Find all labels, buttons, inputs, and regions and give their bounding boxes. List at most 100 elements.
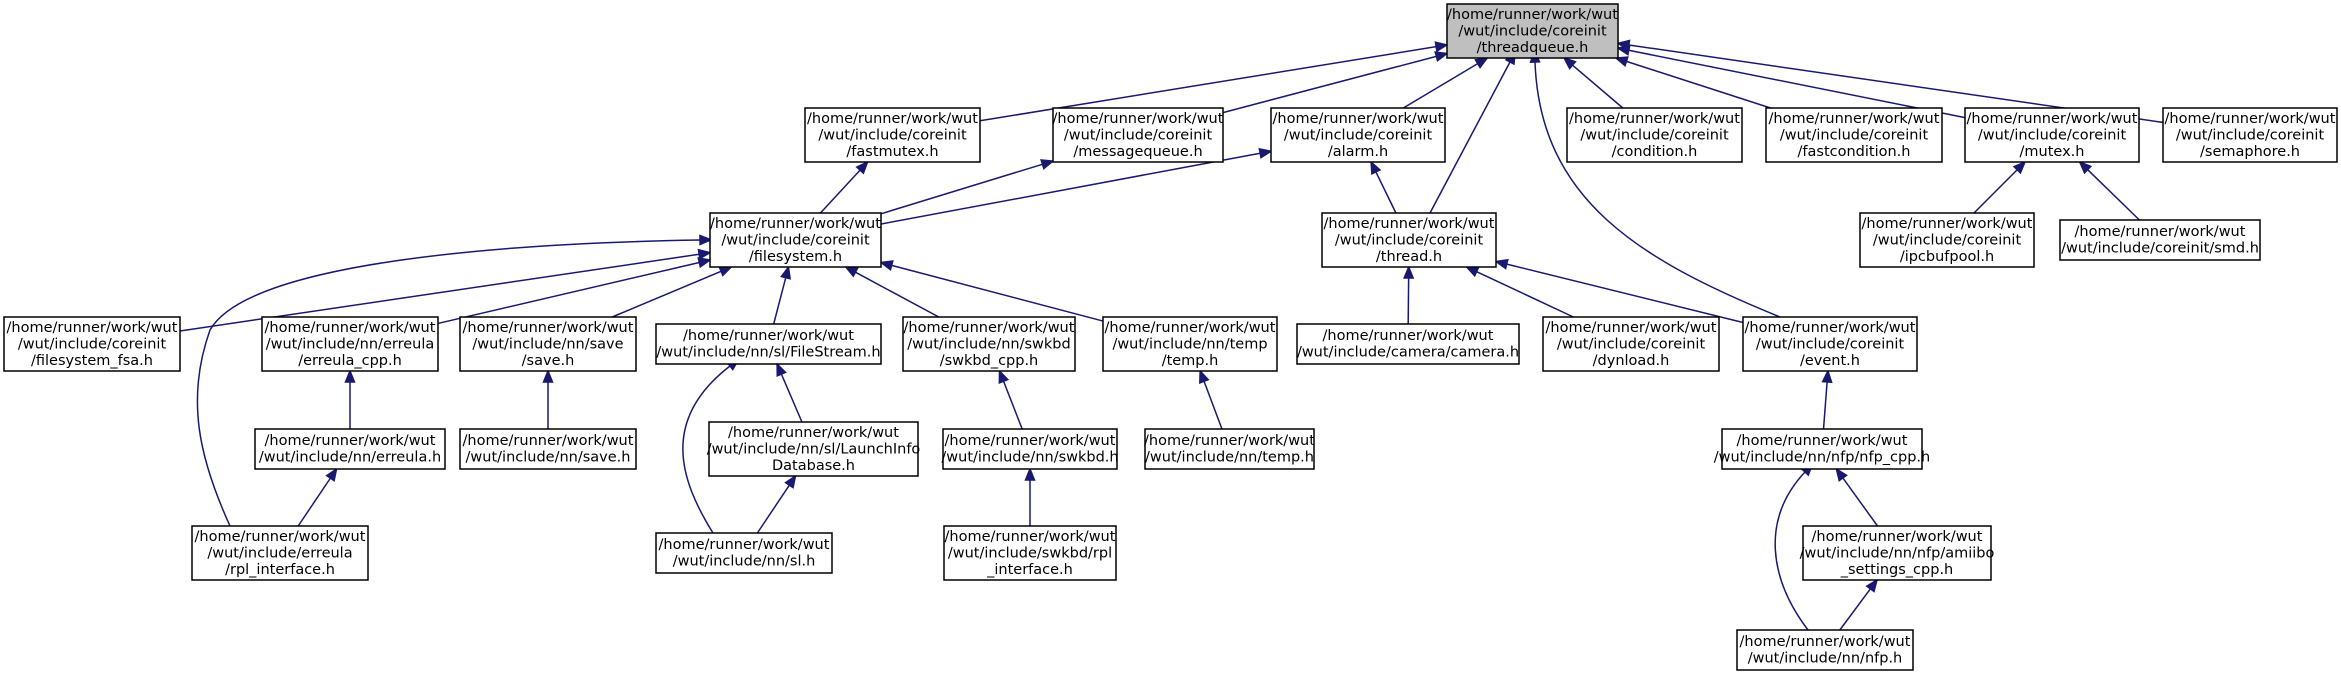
edge-arrowhead: [1474, 56, 1489, 69]
edge-camera-to-thread: [1403, 265, 1415, 325]
edge-erreula_cpp-to-filesystem: [437, 257, 712, 325]
node-filestream[interactable]: /home/runner/work/wut/wut/include/nn/sl/…: [655, 323, 882, 365]
node-label-line: /wut/include/nn/temp.h: [1145, 450, 1314, 466]
node-label-line: /home/runner/work/wut: [2165, 111, 2336, 127]
edge-filestream-to-filesystem: [772, 265, 791, 325]
node-box: [709, 212, 882, 268]
edge-line: [780, 373, 803, 423]
edge-arrowhead: [699, 234, 713, 246]
node-label-line: /wut/include/camera/camera.h: [1297, 345, 1519, 361]
edge-amiibo-to-nfp_cpp: [1835, 467, 1879, 527]
edge-alarm-to-threadqueue: [1402, 56, 1489, 109]
node-box: [254, 428, 446, 470]
node-filesystem-fsa[interactable]: /home/runner/work/wut/wut/include/corein…: [3, 316, 181, 372]
node-label-line: /home/runner/work/wut: [728, 425, 899, 441]
node-camera[interactable]: /home/runner/work/wut/wut/include/camera…: [1296, 323, 1520, 365]
node-box: [1859, 212, 2035, 268]
node-box: [943, 525, 1117, 581]
node-label-line: /wut/include/coreinit: [1335, 232, 1484, 248]
node-condition[interactable]: /home/runner/work/wut/wut/include/corein…: [1566, 107, 1743, 163]
node-label-line: /wut/include/nn/erreula.h: [259, 450, 441, 466]
node-erreula-cpp[interactable]: /home/runner/work/wut/wut/include/nn/err…: [261, 316, 439, 372]
node-label-line: /save.h: [522, 353, 575, 369]
node-label-line: /wut/include/erreula: [207, 545, 352, 561]
node-nfp-cpp[interactable]: /home/runner/work/wut/wut/include/nn/nfp…: [1714, 428, 1931, 470]
edge-line: [1375, 171, 1397, 214]
node-nn-temp[interactable]: /home/runner/work/wut/wut/include/nn/tem…: [1144, 428, 1315, 470]
node-label-line: _interface.h: [986, 562, 1073, 578]
node-box: [1270, 107, 1446, 163]
edge-line: [880, 152, 1261, 225]
node-rpl-interface[interactable]: /home/runner/work/wut/wut/include/erreul…: [191, 525, 369, 581]
node-alarm[interactable]: /home/runner/work/wut/wut/include/corein…: [1270, 107, 1446, 163]
node-mutex[interactable]: /home/runner/work/wut/wut/include/corein…: [1964, 107, 2140, 163]
node-nn-erreula[interactable]: /home/runner/work/wut/wut/include/nn/err…: [254, 428, 446, 470]
node-thread[interactable]: /home/runner/work/wut/wut/include/corein…: [1321, 212, 1497, 268]
node-fastmutex[interactable]: /home/runner/work/wut/wut/include/corein…: [804, 107, 981, 163]
edge-ipcbufpool-to-mutex: [1973, 160, 2027, 214]
node-temp[interactable]: /home/runner/work/wut/wut/include/nn/tem…: [1102, 316, 1278, 372]
edge-arrowhead: [776, 362, 787, 378]
edge-arrowhead: [697, 257, 712, 269]
node-box: [655, 532, 833, 574]
edge-arrowhead: [697, 248, 712, 260]
node-smd[interactable]: /home/runner/work/wut/wut/include/corein…: [2059, 219, 2261, 261]
node-amiibo[interactable]: /home/runner/work/wut/wut/include/nn/nfp…: [1800, 525, 1995, 581]
node-fastcondition[interactable]: /home/runner/work/wut/wut/include/corein…: [1765, 107, 1943, 163]
node-box: [804, 107, 981, 163]
node-dynload[interactable]: /home/runner/work/wut/wut/include/corein…: [1542, 316, 1720, 372]
node-nn-save[interactable]: /home/runner/work/wut/wut/include/nn/sav…: [459, 428, 637, 470]
edge-arrowhead: [2012, 160, 2027, 175]
node-label-line: /home/runner/work/wut: [904, 320, 1075, 336]
node-label-line: /wut/include/nn/nfp/nfp_cpp.h: [1714, 450, 1931, 466]
node-ipcbufpool[interactable]: /home/runner/work/wut/wut/include/corein…: [1859, 212, 2035, 268]
node-label-line: /home/runner/work/wut: [1769, 111, 1940, 127]
node-label-line: /home/runner/work/wut: [1324, 216, 1495, 232]
node-label-line: /home/runner/work/wut: [463, 320, 634, 336]
node-label-line: /home/runner/work/wut: [265, 433, 436, 449]
node-launchinfo[interactable]: /home/runner/work/wut/wut/include/nn/sl/…: [707, 421, 921, 477]
node-label-line: /home/runner/work/wut: [683, 328, 854, 344]
node-filesystem[interactable]: /home/runner/work/wut/wut/include/corein…: [709, 212, 882, 268]
node-event[interactable]: /home/runner/work/wut/wut/include/corein…: [1742, 316, 1918, 372]
node-swkbd-rpl[interactable]: /home/runner/work/wut/wut/include/swkbd/…: [943, 525, 1117, 581]
node-swkbd-cpp[interactable]: /home/runner/work/wut/wut/include/nn/swk…: [902, 316, 1076, 372]
node-box: [942, 428, 1118, 470]
node-label-line: /wut/include/coreinit: [1780, 127, 1929, 143]
node-label-line: /wut/include/coreinit: [1284, 127, 1433, 143]
node-semaphore[interactable]: /home/runner/work/wut/wut/include/corein…: [2162, 107, 2338, 163]
node-label-line: /dynload.h: [1593, 353, 1670, 369]
node-box: [459, 428, 637, 470]
edge-line: [855, 271, 940, 318]
edge-arrowhead: [325, 467, 338, 482]
node-label-line: /wut/include/coreinit: [18, 336, 167, 352]
edge-mutex-to-threadqueue: [1616, 44, 1966, 119]
node-nn-nfp[interactable]: /home/runner/work/wut/wut/include/nn/nfp…: [1736, 629, 1914, 671]
node-label-line: /wut/include/coreinit: [1580, 127, 1729, 143]
node-label-line: Database.h: [772, 458, 855, 474]
node-box: [1802, 525, 1992, 581]
node-nn-swkbd[interactable]: /home/runner/work/wut/wut/include/nn/swk…: [941, 428, 1119, 470]
node-box: [1321, 212, 1497, 268]
edge-arrowhead: [1464, 266, 1480, 278]
node-label-line: /wut/include/coreinit: [1756, 336, 1905, 352]
node-messagequeue[interactable]: /home/runner/work/wut/wut/include/corein…: [1052, 107, 1224, 163]
node-box: [1052, 107, 1224, 163]
node-label-line: /fastcondition.h: [1798, 144, 1911, 160]
edge-fastcondition-to-threadqueue: [1614, 56, 1771, 109]
node-label-line: /wut/include/nn/erreula: [266, 336, 435, 352]
node-nn-sl[interactable]: /home/runner/work/wut/wut/include/nn/sl.…: [655, 532, 833, 574]
node-label-line: /home/runner/work/wut: [710, 216, 881, 232]
node-box: [1144, 428, 1315, 470]
edge-arrowhead: [1199, 369, 1210, 384]
node-label-line: /home/runner/work/wut: [463, 433, 634, 449]
node-label-line: /wut/include/coreinit/smd.h: [2061, 241, 2259, 257]
edge-line: [1572, 64, 1624, 109]
node-label-line: /rpl_interface.h: [225, 562, 335, 578]
edge-nn_erreula-to-erreula_cpp: [344, 369, 356, 429]
node-threadqueue[interactable]: /home/runner/work/wut/wut/include/corein…: [1446, 3, 1619, 59]
edge-arrowhead: [879, 260, 894, 271]
node-label-line: /home/runner/work/wut: [945, 529, 1116, 545]
node-save[interactable]: /home/runner/work/wut/wut/include/nn/sav…: [459, 316, 637, 372]
node-label-line: /temp.h: [1162, 353, 1219, 369]
